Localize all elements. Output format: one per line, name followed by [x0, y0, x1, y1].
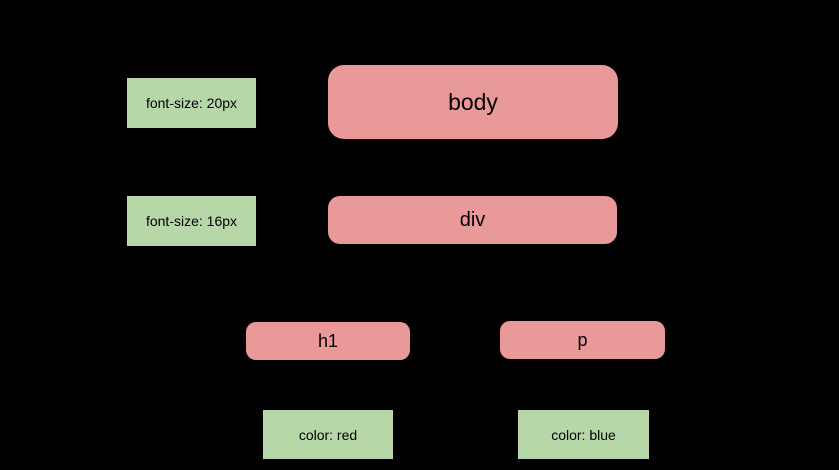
node-p: p	[500, 321, 665, 359]
node-h1: h1	[246, 322, 410, 360]
node-div: div	[328, 196, 617, 244]
annotation-h1-color: color: red	[263, 410, 393, 459]
annotation-body-font-size: font-size: 20px	[127, 78, 256, 128]
annotation-p-color: color: blue	[518, 410, 649, 459]
annotation-div-font-size: font-size: 16px	[127, 196, 256, 246]
node-body: body	[328, 65, 618, 139]
